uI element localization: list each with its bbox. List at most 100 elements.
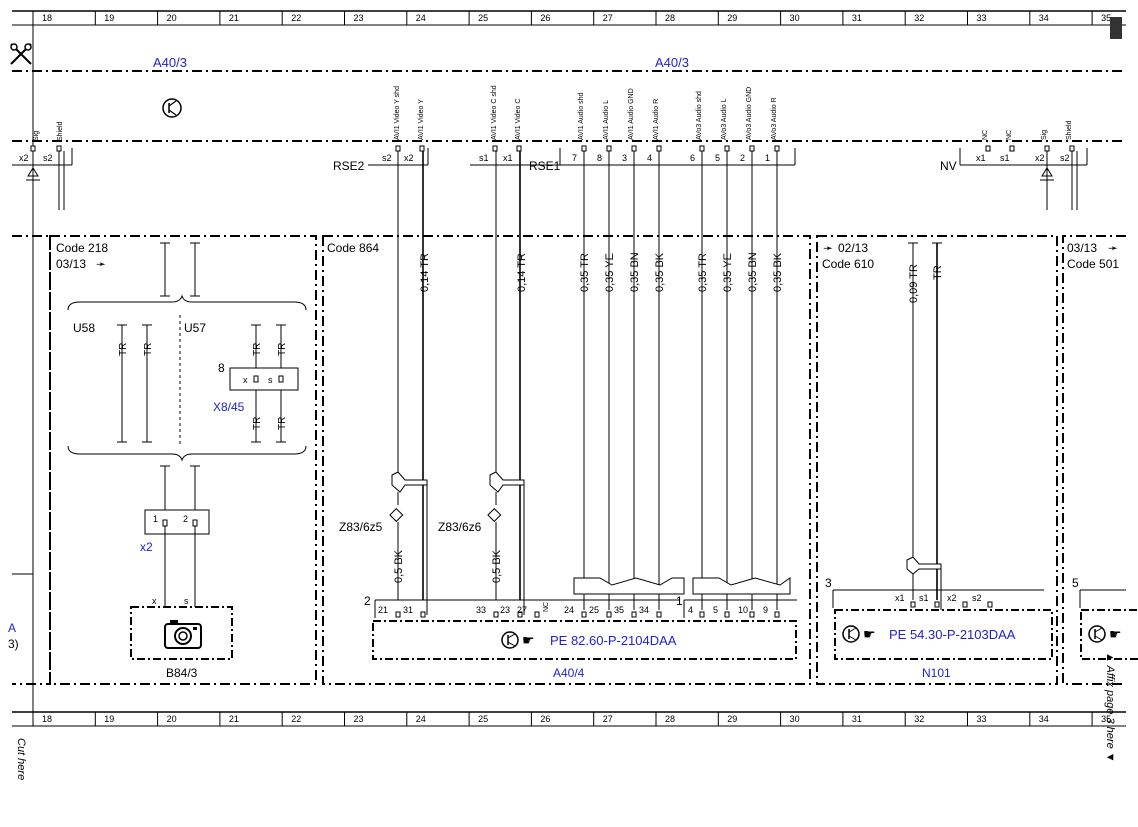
column-number: 30 [790, 13, 800, 23]
pin-number: 6 [690, 153, 695, 163]
code864-circuit: 0,14 TR Z83/6z5 0,5 BK 0,14 TR Z83/6z6 0… [339, 151, 797, 680]
pin-name: AVo3 Audio shd [696, 91, 703, 140]
wire-label: 0,5 BK [393, 549, 405, 583]
column-number: 26 [540, 714, 550, 724]
pin-number: 1 [153, 514, 158, 524]
x8-pin-number: 8 [218, 361, 225, 375]
column-number: 29 [727, 714, 737, 724]
column-number: 19 [104, 714, 114, 724]
column-number: 22 [291, 714, 301, 724]
pin-name: Shield [57, 121, 64, 141]
column-number: 23 [354, 714, 364, 724]
a40-3-label-left: A40/3 [153, 55, 187, 70]
a40-4-label: A40/4 [553, 666, 585, 680]
wire-color: TR [277, 343, 288, 356]
a40-4-box [372, 620, 797, 660]
slot-label: x2 [404, 153, 414, 163]
code218-circuit: U58 U57 TR TR TR TR TR TR 8 x s X8/45 1 … [67, 242, 307, 680]
pin-name: AVI1 Video Y [418, 99, 425, 140]
slot-label: s1 [919, 593, 929, 603]
wire-label: 0,35 BK [654, 252, 666, 292]
slot-label: x [243, 375, 248, 385]
column-number: 32 [914, 13, 924, 23]
pin-number: 9 [763, 605, 768, 615]
transistor-icon [842, 625, 860, 643]
pin-name: AVI1 Video C shd [491, 85, 498, 140]
pin-number: 8 [597, 153, 602, 163]
a40-4-part-link[interactable]: PE 82.60-P-2104DAA [550, 633, 677, 648]
b84-3-label: B84/3 [166, 666, 198, 680]
code864-label: Code 864 [327, 241, 379, 255]
wire-label: 0,35 YE [722, 253, 734, 292]
pointing-hand-icon: ☛ [863, 626, 876, 642]
cut-here-text: Cut here [15, 738, 27, 780]
pin-name: AVo3 Audio GND [746, 87, 753, 140]
nc-label: NC [543, 602, 550, 612]
wire-label: 0,5 BK [491, 549, 503, 583]
column-number: 23 [354, 13, 364, 23]
rse2-label: RSE2 [333, 159, 365, 173]
corner-marker-icon [1110, 17, 1122, 39]
x2-connector [144, 509, 210, 535]
pin-name: AVI1 Audio L [603, 100, 610, 140]
pin-number: 4 [688, 605, 693, 615]
slot-label: x2 [947, 593, 957, 603]
pin-name: Sig [1041, 130, 1048, 140]
column-number: 33 [977, 714, 987, 724]
u58-label: U58 [73, 321, 95, 335]
pin-number: 21 [378, 605, 388, 615]
left-pin-strip: x2 s2 Sig Shield [12, 121, 73, 210]
pin-name: AVI1 Audio R [653, 99, 660, 140]
wire-color: TR [252, 343, 263, 356]
column-number: 28 [665, 714, 675, 724]
pin-name: AVo3 Audio R [771, 97, 778, 140]
camera-icon [164, 620, 202, 649]
pin-number: 23 [500, 605, 510, 615]
wire-label: 0,35 TR [579, 253, 591, 292]
x8-45-connector [229, 367, 299, 391]
section-left-edge [12, 235, 51, 685]
wire-label: 0,14 TR [419, 253, 431, 292]
pin-number: 25 [589, 605, 599, 615]
column-number: 35 [1101, 13, 1111, 23]
column-number: 34 [1039, 13, 1049, 23]
slot-label: s2 [43, 153, 53, 163]
column-number: 34 [1039, 714, 1049, 724]
connector-number: 5 [1072, 576, 1079, 590]
pin-number: 24 [564, 605, 574, 615]
code501-label: Code 501 [1067, 257, 1119, 271]
wire-color: TR [252, 417, 263, 430]
a-left-label: A [8, 621, 16, 635]
column-number: 18 [42, 714, 52, 724]
column-number: 20 [167, 714, 177, 724]
column-number: 28 [665, 13, 675, 23]
z83-6z6-label: Z83/6z6 [438, 520, 482, 534]
column-number: 26 [540, 13, 550, 23]
affix-page-text: ▲ Affix page 3 here ▼ [1104, 652, 1116, 763]
pin-name: AVo3 Audio L [721, 98, 728, 140]
n101-label: N101 [922, 666, 951, 680]
column-number: 35 [1101, 714, 1111, 724]
pin-number: 35 [614, 605, 624, 615]
x2-label: x2 [140, 540, 153, 554]
code610-ref: 02/13 [838, 241, 868, 255]
column-number: 33 [977, 13, 987, 23]
code218-ref: 03/13 [56, 257, 86, 271]
a40-3-label-center: A40/3 [655, 55, 689, 70]
column-number: 20 [167, 13, 177, 23]
connector-number: 3 [825, 576, 832, 590]
slot-label: s1 [479, 153, 489, 163]
pointing-hand-icon: ☛ [522, 632, 535, 648]
column-number: 27 [603, 13, 613, 23]
pin-number: 2 [740, 153, 745, 163]
code501-ref: 03/13 [1067, 241, 1097, 255]
pin-number: 2 [183, 514, 188, 524]
pin-number: 5 [713, 605, 718, 615]
n101-part-link[interactable]: PE 54.30-P-2103DAA [889, 627, 1016, 642]
pointing-hand-icon: ☛ [1109, 626, 1122, 642]
connector-number: 2 [364, 594, 371, 608]
column-number: 27 [603, 714, 613, 724]
